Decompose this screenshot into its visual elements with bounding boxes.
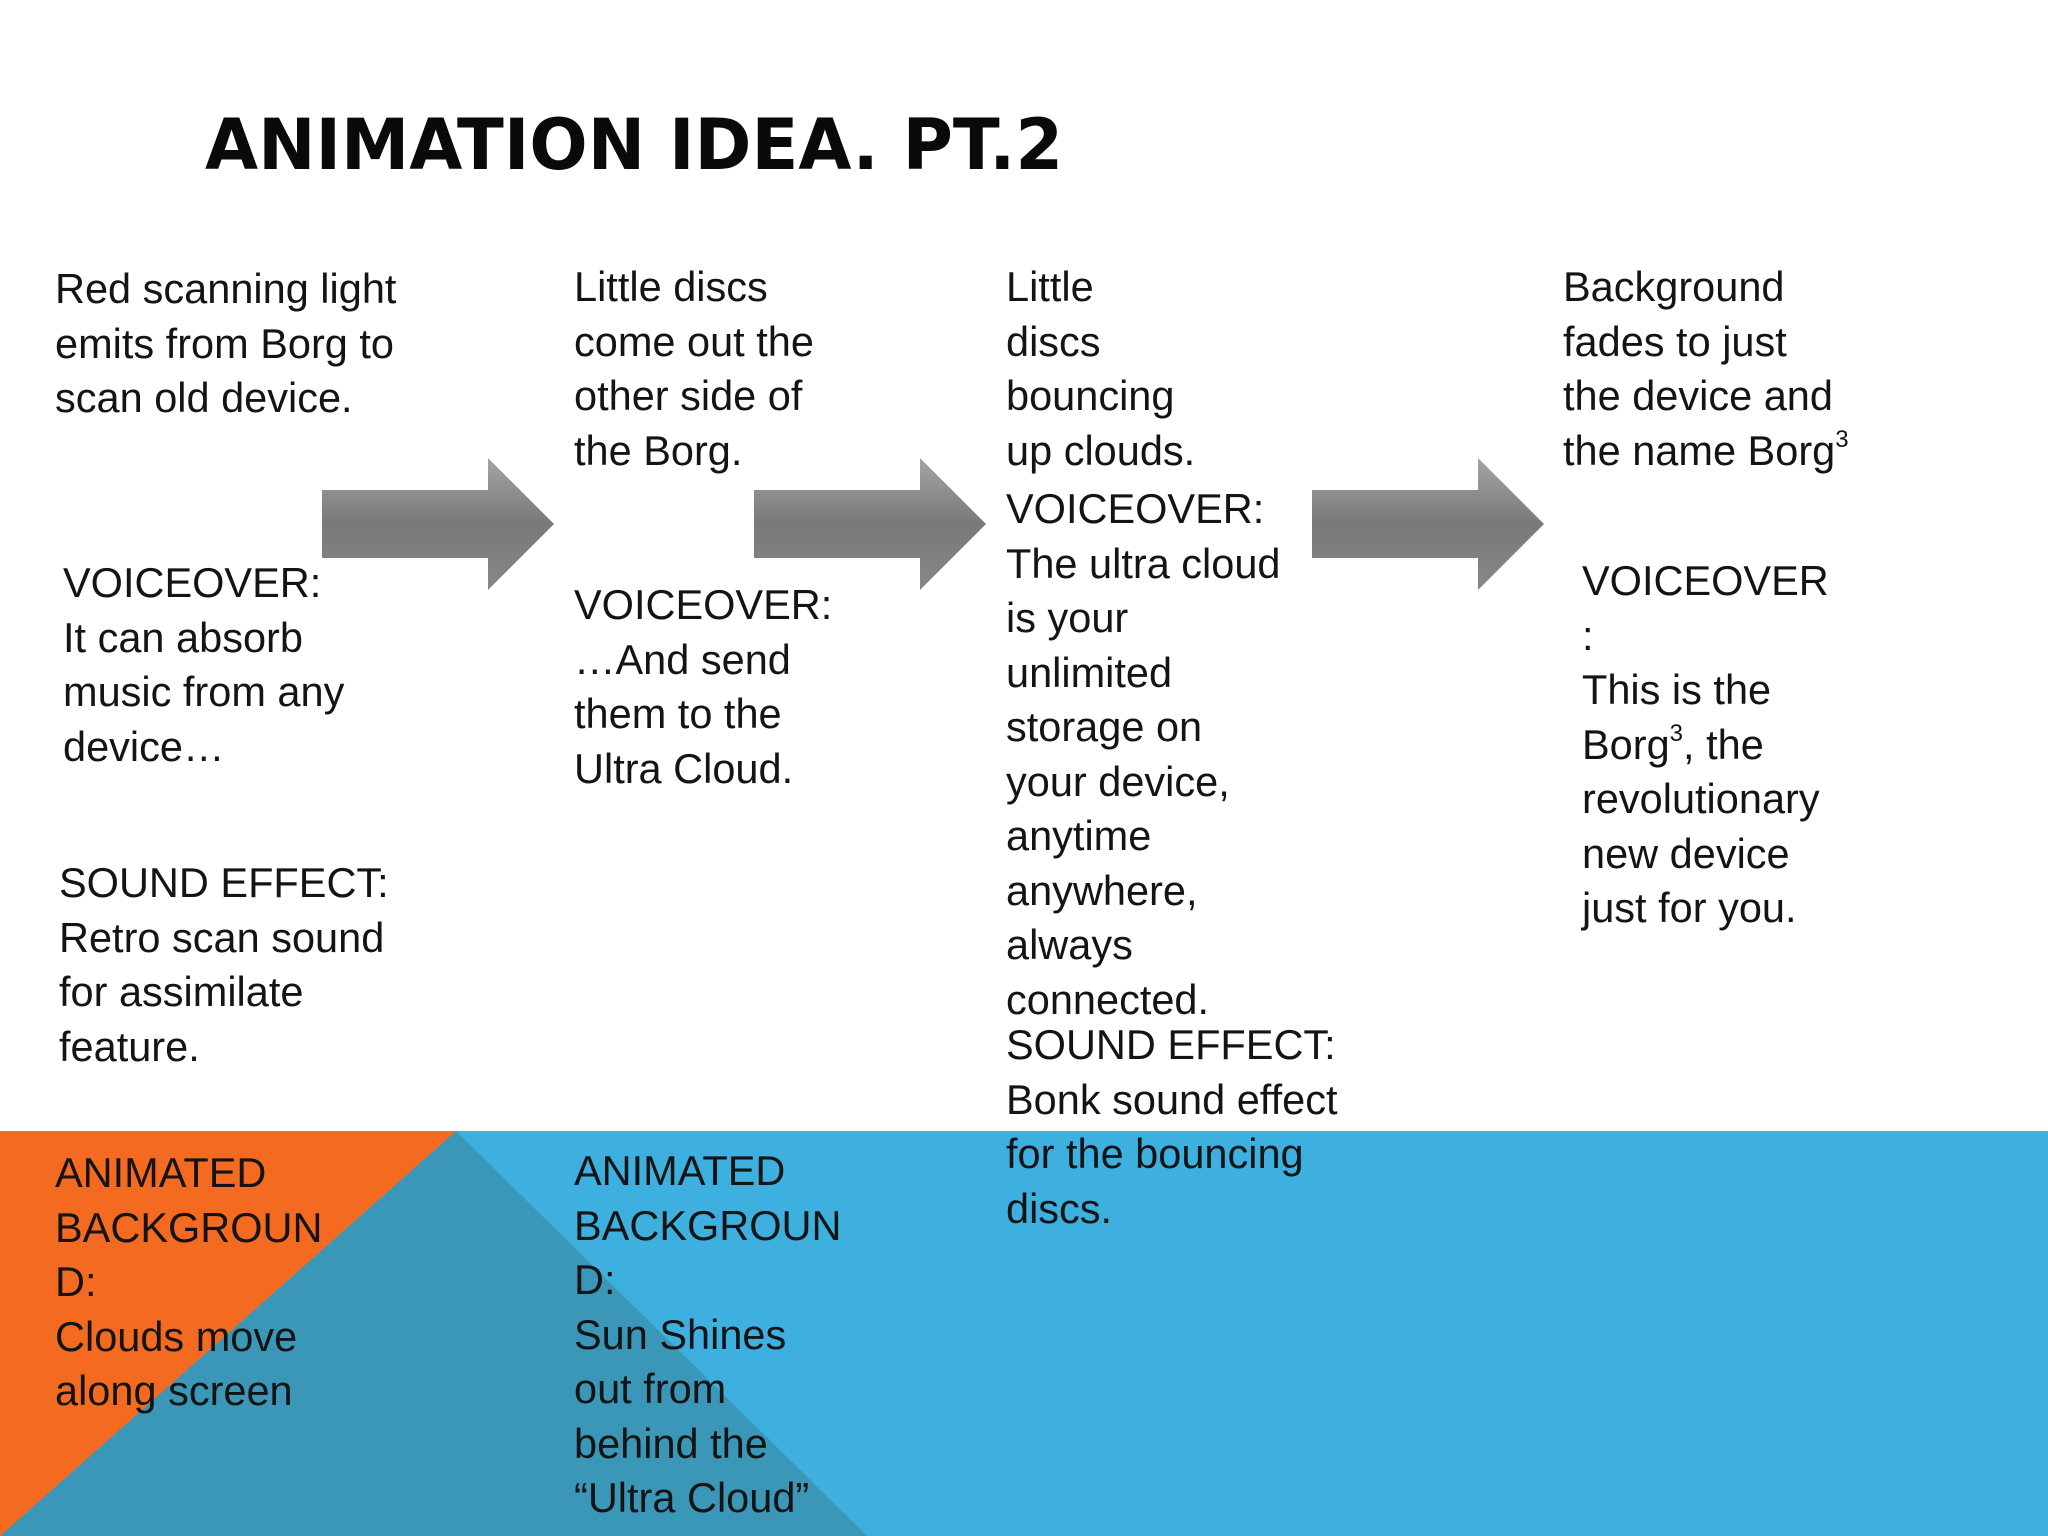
col4-scene-main: Background fades to just the device and … <box>1563 263 1836 474</box>
col4-scene-superscript: 3 <box>1835 425 1849 453</box>
col4-voiceover-text: VOICEOVER : This is the Borg3, the revol… <box>1582 554 1829 936</box>
col1-sound-effect-text: SOUND EFFECT: Retro scan sound for assim… <box>59 859 389 1070</box>
col1-scene-text: Red scanning light emits from Borg to sc… <box>55 265 397 421</box>
col4-scene-text: Background fades to just the device and … <box>1563 260 1849 478</box>
col1-background-text: ANIMATED BACKGROUN D: Clouds move along … <box>55 1149 323 1414</box>
col3-scene-text: Little discs bouncing up clouds. <box>1006 263 1196 474</box>
col3-voiceover-text: VOICEOVER: The ultra cloud is your unlim… <box>1006 485 1281 1023</box>
col3-sound-effect-text: SOUND EFFECT: Bonk sound effect for the … <box>1006 1021 1338 1232</box>
band-orange <box>0 1131 456 1536</box>
col4-voiceover-part-b: , the revolutionary new device just for … <box>1582 720 1820 932</box>
col4-voiceover-superscript: 3 <box>1669 719 1684 747</box>
slide-title: ANIMATION IDEA. PT.2 <box>205 104 1064 186</box>
col2-background-text: ANIMATED BACKGROUN D: Sun Shines out fro… <box>574 1147 842 1521</box>
band-overlap <box>0 1131 867 1536</box>
right-arrow-icon <box>1312 458 1544 590</box>
col2-voiceover-text: VOICEOVER: …And send them to the Ultra C… <box>574 581 833 792</box>
col2-scene-text: Little discs come out the other side of … <box>574 263 814 474</box>
right-arrow-icon <box>754 458 986 590</box>
col4-voiceover-part-a: VOICEOVER : This is the Borg <box>1582 557 1829 768</box>
col1-voiceover-text: VOICEOVER: It can absorb music from any … <box>63 559 345 770</box>
right-arrow-icon <box>322 458 554 590</box>
